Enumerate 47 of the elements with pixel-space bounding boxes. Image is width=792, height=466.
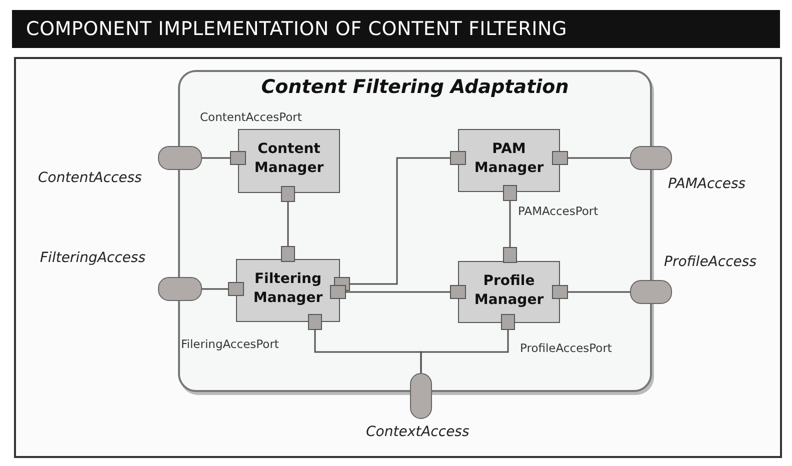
- port-label: PAMAccesPort: [518, 204, 598, 218]
- component-container: [178, 70, 652, 392]
- interface-pill: [158, 146, 202, 170]
- port-square: [450, 285, 466, 299]
- port-square: [308, 314, 322, 330]
- connector-line: [202, 157, 230, 159]
- component-name: Profile Manager: [474, 272, 544, 310]
- component-box: [236, 259, 340, 322]
- interface-label: ContextAccess: [366, 424, 470, 440]
- interface-label: ContentAccess: [38, 170, 142, 186]
- port-square: [503, 247, 517, 263]
- port-square: [503, 185, 517, 201]
- connector-line: [568, 157, 630, 159]
- port-square: [228, 282, 244, 296]
- port-square: [230, 151, 246, 165]
- port-square: [330, 285, 346, 299]
- port-square: [281, 246, 295, 262]
- port-square: [552, 151, 568, 165]
- component-box: [458, 129, 560, 192]
- component-name: Content Manager: [254, 140, 324, 178]
- component-name: PAM Manager: [474, 140, 544, 178]
- port-label: FileringAccesPort: [181, 337, 279, 351]
- connector-line: [568, 291, 630, 293]
- interface-label: PAMAccess: [668, 176, 746, 192]
- connector-line: [350, 157, 450, 285]
- connector-line: [287, 202, 289, 246]
- interface-pill: [158, 277, 202, 301]
- interface-label: FilteringAccess: [40, 250, 146, 266]
- port-label: ContentAccesPort: [200, 110, 302, 124]
- component-box: [238, 129, 340, 193]
- port-label: ProfileAccesPort: [520, 341, 612, 355]
- interface-pill: [630, 280, 672, 304]
- title: COMPONENT IMPLEMENTATION OF CONTENT FILTERING: [26, 18, 568, 40]
- connector-line: [509, 201, 511, 247]
- connector-line: [420, 330, 509, 373]
- connector-line: [346, 291, 450, 293]
- port-square: [501, 314, 515, 330]
- connector-line: [202, 288, 228, 290]
- port-square: [552, 285, 568, 299]
- port-square: [281, 186, 295, 202]
- component-name: Filtering Manager: [253, 270, 323, 308]
- interface-pill: [630, 146, 672, 170]
- interface-pill: [410, 373, 432, 419]
- interface-label: ProfileAccess: [664, 254, 756, 270]
- component-box: [458, 261, 560, 323]
- port-square: [450, 151, 466, 165]
- container-title: Content Filtering Adaptation: [260, 76, 570, 98]
